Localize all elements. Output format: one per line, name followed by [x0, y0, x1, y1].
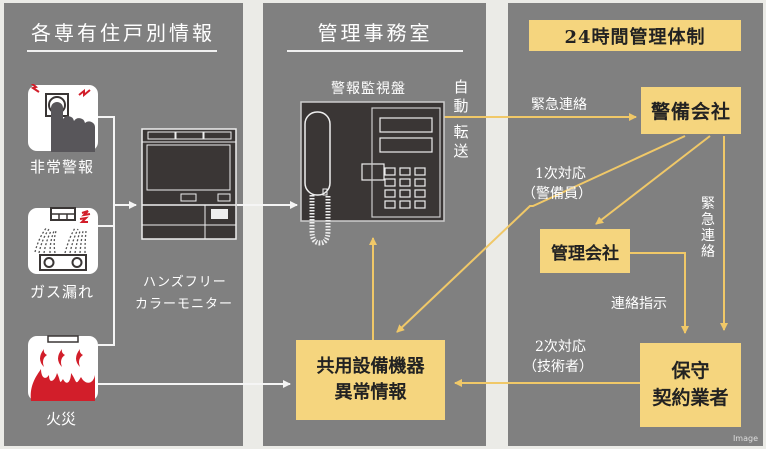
arrow-mgmt-to-contractor [630, 252, 689, 334]
connector-fire [98, 205, 115, 346]
auto-transfer-label-1: 自動 [453, 78, 469, 115]
shared-equipment-box: 共用設備機器 異常情報 [296, 340, 445, 420]
residence-title-underline [27, 50, 217, 52]
alarm-panel-label: 警報監視盤 [331, 81, 406, 97]
second-response-label-1: 2次対応 [535, 339, 586, 355]
system24-title: 24時間管理体制 [529, 20, 741, 51]
office-title-underline [287, 50, 463, 52]
arrow-security-to-shared [396, 135, 686, 333]
office-title: 管理事務室 [317, 21, 433, 45]
fire-icon [28, 335, 98, 401]
image-tag: Image [732, 434, 758, 443]
gas-leak-icon [28, 207, 98, 274]
fire-label: 火災 [46, 410, 77, 428]
monitor-label-line1: ハンズフリー [143, 275, 227, 290]
alarm-monitoring-panel-icon [300, 101, 445, 246]
auto-transfer-label-2: 転送 [453, 123, 469, 160]
contractor-line2: 契約業者 [652, 387, 729, 409]
connector-alarm [98, 116, 115, 205]
security-company-box: 警備会社 [641, 87, 741, 134]
monitor-label-line2: カラーモニター [135, 297, 234, 312]
shared-equipment-line1: 共用設備機器 [316, 356, 425, 377]
emergency-contact-vertical-label: 緊急連絡 [701, 196, 715, 260]
residence-title: 各専有住戸別情報 [31, 21, 215, 45]
color-monitor-icon [141, 128, 237, 240]
first-response-label-2: （警備員） [522, 186, 592, 202]
emergency-contact-label: 緊急連絡 [531, 97, 587, 113]
contact-instruction-label: 連絡指示 [611, 296, 667, 312]
management-company-box: 管理会社 [540, 229, 630, 273]
emergency-alarm-label: 非常警報 [30, 158, 95, 176]
second-response-label-2: （技術者） [523, 359, 593, 375]
arrow-security-to-mgmt [595, 135, 711, 225]
contractor-line1: 保守 [671, 360, 710, 382]
first-response-label-1: 1次対応 [535, 166, 586, 182]
gas-leak-label: ガス漏れ [30, 283, 95, 301]
emergency-button-icon [28, 84, 98, 152]
maintenance-contractor-box: 保守 契約業者 [640, 343, 741, 427]
shared-equipment-line2: 異常情報 [334, 382, 407, 403]
